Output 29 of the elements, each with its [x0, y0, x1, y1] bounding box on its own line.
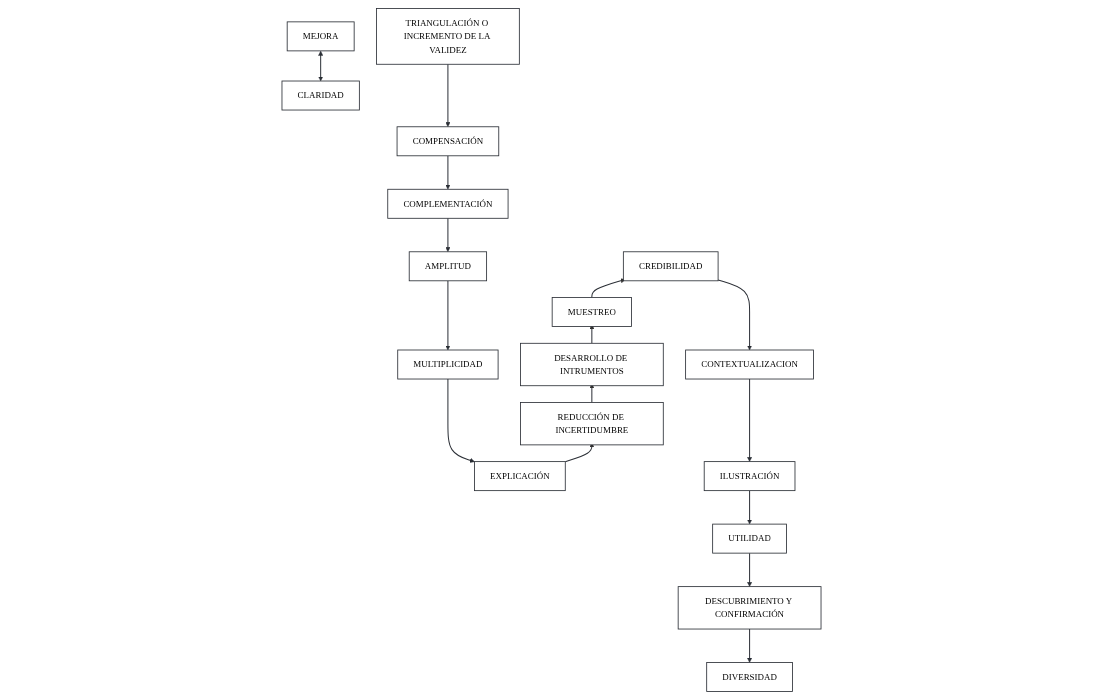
node-box: DIVERSIDAD: [706, 662, 793, 692]
node-box: MEJORA: [286, 21, 355, 52]
node-box: AMPLITUD: [408, 251, 488, 282]
arrow: [747, 552, 753, 587]
node-box: EXPLICACIÓN: [474, 461, 566, 492]
node-box: MULTIPLICIDAD: [397, 349, 499, 380]
arrow: [447, 378, 475, 463]
node-box: COMPENSACIÓN: [396, 126, 500, 157]
arrow: [747, 378, 753, 462]
node-box: UTILIDAD: [712, 523, 787, 554]
arrow: [318, 50, 324, 82]
node-box: CREDIBILIDAD: [622, 251, 719, 282]
arrow: [591, 278, 626, 299]
node-box: MUESTREO: [551, 297, 632, 327]
arrow: [717, 279, 753, 351]
arrow: [747, 628, 753, 663]
arrow: [445, 217, 451, 252]
node-box: COMPLEMENTACIÓN: [387, 188, 509, 219]
node-box: CONTEXTUALIZACION: [685, 349, 814, 380]
node-box: CLARIDAD: [281, 80, 360, 111]
arrow: [445, 280, 451, 351]
arrow: [445, 63, 451, 127]
node-box: ILUSTRACIÓN: [703, 461, 796, 492]
node-box: DESCUBRIMIENTO Y CONFIRMACIÓN: [677, 586, 822, 630]
node-box: TRIANGULACIÓN O INCREMENTO DE LA VALIDEZ: [376, 8, 520, 65]
node-box: DESARROLLO DE INTRUMENTOS: [520, 342, 664, 387]
arrow: [747, 490, 753, 525]
arrow: [445, 155, 451, 190]
node-box: REDUCCIÓN DE INCERTIDUMBRE: [520, 402, 664, 446]
